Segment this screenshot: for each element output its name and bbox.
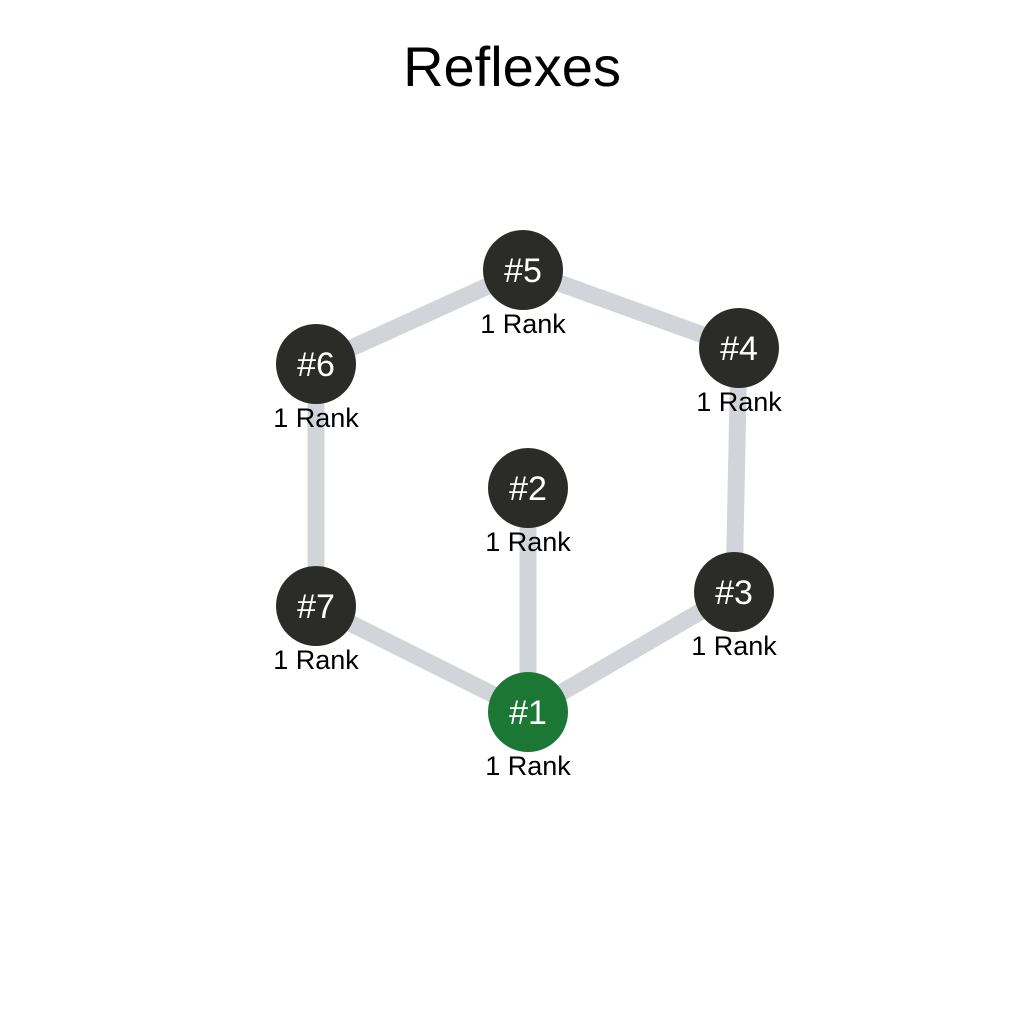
node-circle[interactable] — [699, 308, 779, 388]
node-label: #7 — [297, 588, 335, 626]
connector-n3-n4 — [725, 347, 748, 593]
node-layer: #1 1 Rank #2 1 Rank #3 1 Rank #4 1 Rank #5 1 Rank… — [273, 230, 782, 781]
node-circle[interactable] — [488, 448, 568, 528]
node-label: #2 — [509, 470, 547, 508]
node-rank-label: 1 Rank — [691, 631, 777, 661]
node-rank-label: 1 Rank — [480, 309, 566, 339]
node-rank-label: 1 Rank — [485, 527, 571, 557]
node-label: #4 — [720, 330, 758, 368]
node-circle[interactable] — [694, 552, 774, 632]
node-label: #6 — [297, 346, 335, 384]
talent-node-3[interactable]: #3 1 Rank — [691, 552, 777, 661]
page-title: Reflexes — [403, 35, 621, 98]
node-rank-label: 1 Rank — [273, 645, 359, 675]
talent-node-1[interactable]: #1 1 Rank — [485, 672, 571, 781]
talent-node-7[interactable]: #7 1 Rank — [273, 566, 359, 675]
node-circle[interactable] — [276, 566, 356, 646]
talent-node-6[interactable]: #6 1 Rank — [273, 324, 359, 433]
node-label: #1 — [509, 694, 547, 732]
talent-node-4[interactable]: #4 1 Rank — [696, 308, 782, 417]
node-rank-label: 1 Rank — [273, 403, 359, 433]
node-rank-label: 1 Rank — [485, 751, 571, 781]
node-rank-label: 1 Rank — [696, 387, 782, 417]
node-label: #3 — [715, 574, 753, 612]
node-circle[interactable] — [483, 230, 563, 310]
node-circle[interactable] — [276, 324, 356, 404]
talent-node-5[interactable]: #5 1 Rank — [480, 230, 566, 339]
talent-node-2[interactable]: #2 1 Rank — [485, 448, 571, 557]
node-circle[interactable] — [488, 672, 568, 752]
node-label: #5 — [504, 252, 542, 290]
